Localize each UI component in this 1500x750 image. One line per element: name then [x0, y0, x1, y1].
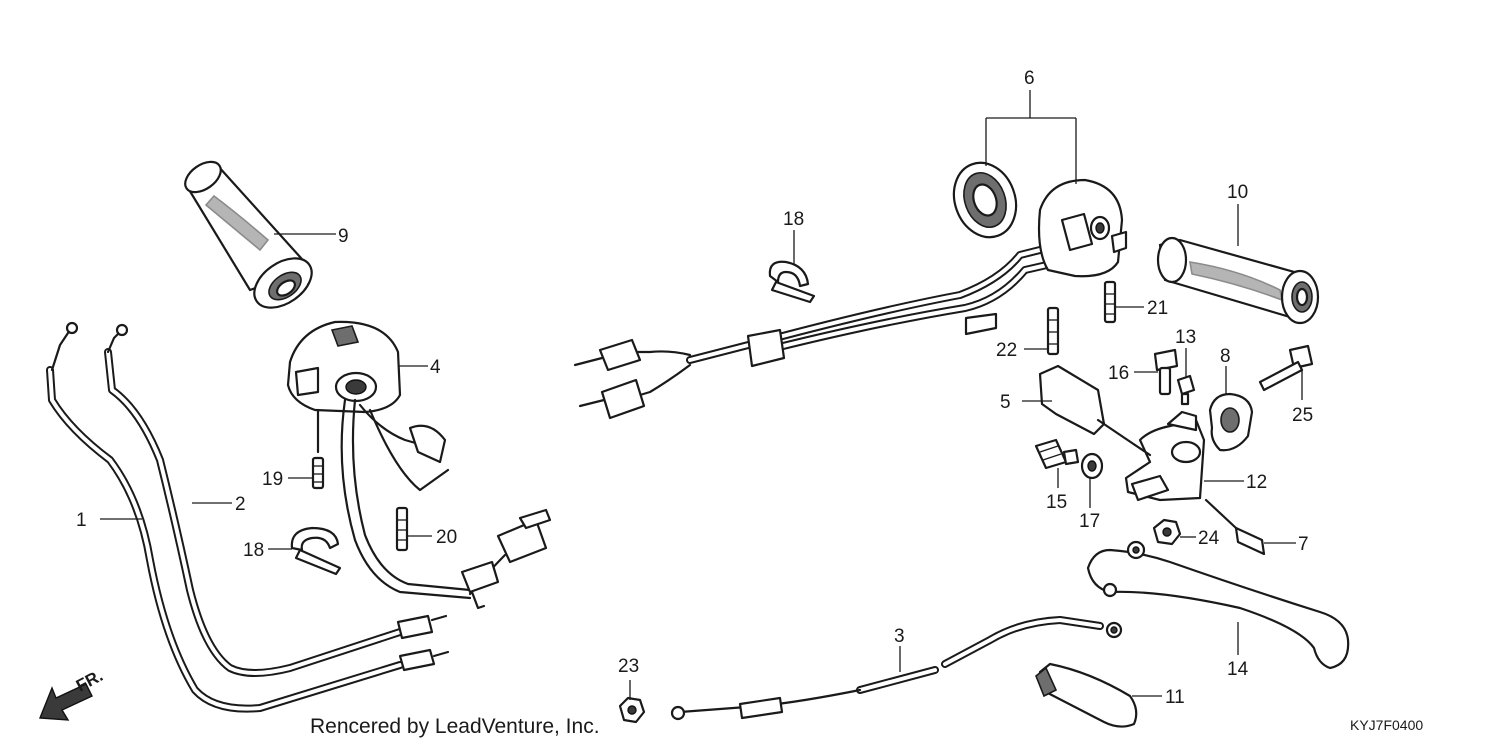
part-2-throttle-cable: [104, 323, 448, 677]
callout-19: 19: [262, 469, 283, 490]
callout-13: 13: [1175, 327, 1196, 348]
part-21-screw: [1103, 280, 1117, 324]
callout-6: 6: [1024, 68, 1035, 89]
part-7-pivot-bolt: [1204, 498, 1266, 556]
callout-4: 4: [430, 357, 441, 378]
callout-1: 1: [76, 510, 87, 531]
left-switch-wiring: [316, 398, 472, 600]
callout-18-top: 18: [783, 209, 804, 230]
callout-21: 21: [1147, 298, 1168, 319]
diagram-code: KYJ7F0400: [1350, 717, 1423, 733]
callout-3: 3: [894, 626, 905, 647]
center-wiring-harness: [573, 241, 1064, 420]
part-17-nut: [1080, 452, 1104, 480]
part-18-left-clamp: [290, 526, 342, 576]
part-22-screw: [1046, 306, 1060, 356]
render-credit: Rencered by LeadVenture, Inc.: [310, 715, 600, 738]
callout-20: 20: [436, 527, 457, 548]
callout-numbers: 1 2 3 4 5 6 7 8 9 10 11 12 13 14 15 16 1…: [76, 68, 1313, 708]
callout-11: 11: [1165, 687, 1185, 708]
callout-17: 17: [1079, 511, 1100, 532]
callout-15: 15: [1046, 492, 1067, 513]
callout-5: 5: [1000, 392, 1011, 413]
callout-12: 12: [1246, 472, 1267, 493]
callout-24: 24: [1198, 528, 1220, 549]
part-12-lever-bracket: [1124, 410, 1206, 502]
callout-9: 9: [338, 226, 349, 247]
part-24-nut: [1152, 518, 1182, 546]
callout-14: 14: [1227, 659, 1249, 680]
part-11-lever-cover: [1035, 662, 1138, 728]
part-4-left-switch-housing: [286, 320, 402, 414]
part-6-right-switch-housing: [952, 161, 1128, 278]
left-connector: [460, 508, 552, 610]
part-16-bolt: [1153, 348, 1179, 396]
callout-2: 2: [235, 494, 246, 515]
callout-10: 10: [1227, 182, 1248, 203]
part-5-clutch-switch: [1038, 364, 1137, 447]
callout-7: 7: [1298, 534, 1309, 555]
callout-23: 23: [618, 656, 639, 677]
callout-8: 8: [1220, 346, 1231, 367]
part-13-nut: [1176, 374, 1196, 406]
callout-16: 16: [1108, 363, 1129, 384]
part-3-clutch-cable: [670, 616, 1123, 721]
part-14-clutch-lever: [1086, 540, 1350, 670]
part-1-throttle-cable: [46, 321, 450, 713]
callout-25: 25: [1292, 405, 1313, 426]
part-9-left-grip: [184, 160, 313, 309]
part-8-lever-holder: [1208, 392, 1254, 452]
part-19-screw: [311, 456, 325, 490]
part-23-nut: [618, 696, 646, 724]
part-20-screw: [395, 506, 409, 552]
part-15-adjuster: [1034, 438, 1080, 470]
part-25-bolt: [1258, 344, 1314, 392]
leader-lines: [100, 90, 1303, 700]
part-18-top-clamp: [768, 260, 816, 304]
callout-18-left: 18: [243, 540, 264, 561]
callout-22: 22: [996, 340, 1017, 361]
front-direction-arrow: FR.: [38, 666, 106, 721]
part-10-right-grip: [1156, 236, 1320, 325]
